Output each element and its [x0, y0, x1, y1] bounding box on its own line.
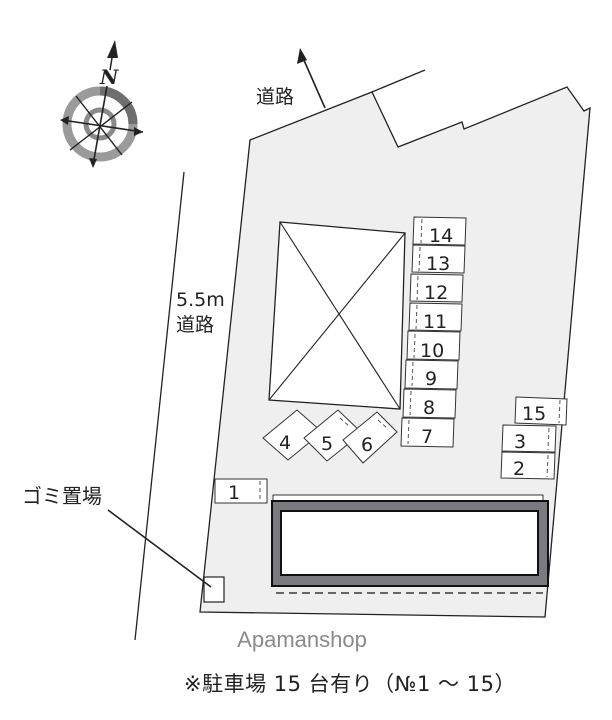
subject-building — [271, 494, 549, 594]
parking-slot-3[interactable]: 3 — [501, 424, 557, 453]
svg-text:1: 1 — [228, 482, 240, 504]
svg-text:10: 10 — [420, 340, 444, 362]
svg-text:14: 14 — [429, 225, 453, 247]
svg-text:13: 13 — [426, 253, 450, 275]
parking-slot-12[interactable]: 12 — [409, 273, 464, 304]
svg-text:3: 3 — [514, 431, 526, 453]
parking-note: ※駐車場 15 台有り（№1 ～ 15） — [0, 668, 612, 698]
parking-column-7-14: 14 13 12 11 10 9 8 — [400, 216, 467, 448]
svg-text:4: 4 — [279, 432, 291, 454]
parking-slot-9[interactable]: 9 — [404, 359, 459, 390]
svg-text:12: 12 — [424, 282, 448, 304]
svg-text:7: 7 — [421, 426, 433, 448]
parking-note-text: ※駐車場 15 台有り（№1 ～ 15） — [184, 672, 516, 696]
svg-text:8: 8 — [423, 397, 435, 419]
garbage-area — [107, 509, 225, 603]
parking-slot-5[interactable]: 5 — [303, 409, 363, 462]
neighbor-building — [268, 221, 406, 410]
parking-column-2-3-15: 15 3 2 — [500, 396, 568, 480]
svg-text:11: 11 — [423, 311, 447, 333]
north-road-label: 道路 — [256, 86, 294, 108]
svg-text:2: 2 — [513, 458, 525, 480]
svg-text:6: 6 — [361, 434, 373, 456]
north-road-arrow-icon — [297, 48, 326, 109]
garbage-area-label: ゴミ置場 — [22, 484, 102, 508]
parking-slot-1[interactable]: 1 — [214, 478, 268, 504]
parking-slot-7[interactable]: 7 — [400, 417, 455, 448]
parking-slot-6[interactable]: 6 — [342, 411, 398, 464]
parking-slot-15[interactable]: 15 — [514, 396, 568, 426]
parking-slot-14[interactable]: 14 — [412, 216, 467, 247]
parking-slot-2[interactable]: 2 — [500, 451, 556, 480]
brand-watermark: Apamanshop — [0, 627, 612, 653]
west-road-label: 道路 — [176, 314, 214, 336]
compass-rose-icon — [60, 40, 144, 168]
svg-text:9: 9 — [425, 368, 437, 390]
parking-row-4-6: 4 5 6 — [262, 409, 398, 464]
north-label: N — [99, 65, 119, 89]
svg-text:15: 15 — [522, 403, 546, 425]
parking-slot-8[interactable]: 8 — [402, 388, 457, 419]
parking-slot-11[interactable]: 11 — [408, 302, 463, 333]
road-edge-west — [134, 171, 185, 641]
brand-text: Apamanshop — [237, 627, 367, 652]
west-road-width: 5.5m — [176, 289, 225, 311]
parking-slot-10[interactable]: 10 — [406, 330, 461, 362]
svg-text:5: 5 — [321, 433, 333, 455]
parking-slot-13[interactable]: 13 — [411, 244, 466, 275]
